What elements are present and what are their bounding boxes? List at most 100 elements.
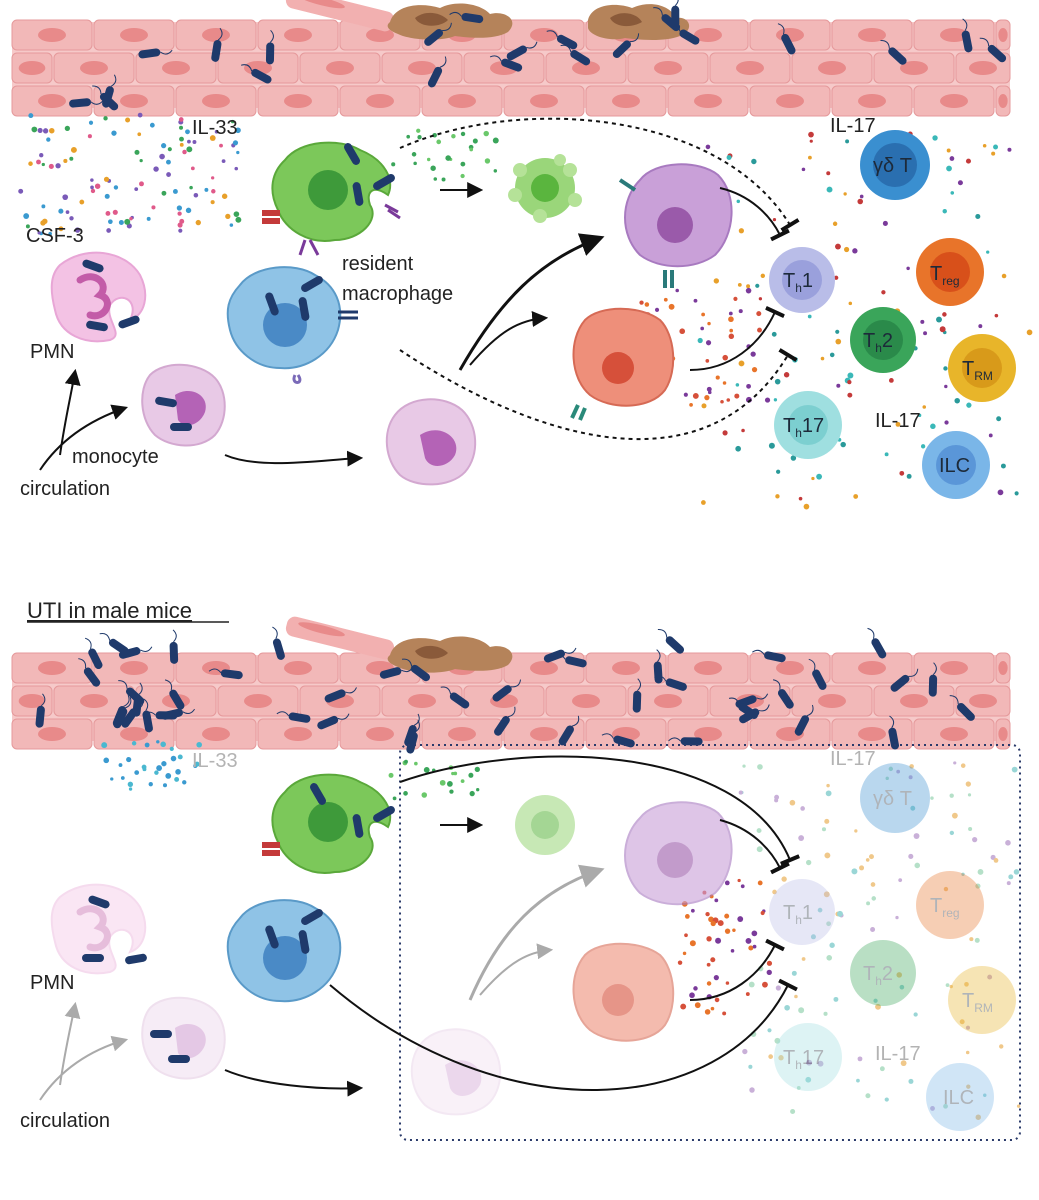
cytokine-dot [177, 222, 183, 228]
epithelial-nucleus [776, 94, 804, 108]
bacterium-flagellum [401, 658, 413, 667]
epithelial-nucleus [38, 28, 66, 42]
cytokine-dot [930, 423, 936, 430]
cytokine-dot [64, 125, 70, 131]
cytokine-dot [701, 312, 706, 317]
bacterium [427, 66, 443, 88]
cytokine-dot [835, 329, 840, 334]
bacterium-flagellum [636, 678, 642, 692]
cytokine-dot [738, 228, 744, 234]
bacterium-flagellum [140, 646, 153, 653]
cytokine-dot [865, 858, 870, 862]
cytokine-dot [923, 331, 928, 336]
epithelial-nucleus [202, 727, 230, 741]
cytokine-dot [675, 288, 679, 293]
panel-male: IL-33 IL-17 PMN circulation IL-17 [11, 616, 1021, 1141]
cytokine-dot [954, 397, 960, 404]
bacterium [665, 636, 685, 654]
cytokine-dot [906, 473, 912, 479]
cytokine-dot [151, 205, 156, 210]
bacterium [558, 725, 574, 746]
cytokine-dot [805, 1076, 812, 1083]
cytokine-dot [146, 216, 151, 221]
bacterium-flagellum [772, 679, 781, 690]
cytokine-dot [854, 829, 858, 833]
cytokine-dot [853, 494, 859, 499]
epithelial-nucleus [408, 61, 436, 75]
cytokine-dot [433, 177, 438, 181]
cytokine-dot [460, 131, 466, 137]
bacterium [928, 674, 938, 697]
cytokine-dot [110, 777, 114, 781]
cytokine-dot [472, 138, 478, 144]
cytokine-dot [943, 1103, 948, 1109]
cytokine-dot [908, 853, 914, 859]
cytokine-dot [724, 913, 730, 919]
cytokine-dot [1014, 491, 1019, 496]
bacteria-group-b [35, 626, 975, 754]
cytokine-dot [811, 476, 815, 481]
cytokine-dot [176, 205, 182, 211]
svg-text:Treg: Treg [930, 263, 960, 288]
cytokine-dot [469, 790, 475, 797]
cytokine-dot [134, 187, 139, 191]
treg-main-b: T [930, 895, 942, 917]
cytokine-dot [879, 1066, 885, 1072]
cytokine-dot [920, 444, 926, 449]
cytokine-dot [436, 139, 442, 145]
bacterium [272, 638, 285, 660]
cytokine-dot [706, 981, 712, 986]
cytokine-dot [807, 314, 812, 319]
cytokine-dot [177, 754, 183, 760]
cytokine-dot [139, 181, 144, 187]
ilc-cell: ILC [922, 431, 990, 499]
apoptotic-cell-b [515, 795, 575, 855]
cytokine-dot [193, 192, 199, 198]
cytokine-dot [707, 321, 711, 326]
cytokine-dot [715, 937, 722, 944]
cytokine-dot [760, 273, 766, 278]
bacterium-flagellum [728, 697, 740, 706]
cytokine-dot [859, 194, 864, 199]
bacterium [739, 708, 760, 724]
cytokine-dot [922, 405, 927, 409]
cytokine-dot [866, 901, 871, 906]
bacterium [871, 638, 887, 659]
cytokine-dot [978, 324, 983, 329]
bacterium-flagellum [99, 633, 111, 641]
bacterium [665, 678, 687, 691]
th1-suffix-b: 1 [802, 902, 813, 924]
cytokine-dot [108, 219, 113, 225]
cytokine-dot [179, 125, 184, 130]
gd-t-cell-b: γδ T [860, 763, 930, 833]
cytokine-dot [742, 764, 746, 768]
th1-cell: Th1 [769, 247, 835, 313]
bacterium [494, 716, 510, 736]
bacterium [265, 42, 275, 65]
cytokine-dot [416, 128, 421, 133]
cytokine-dot [834, 275, 839, 280]
cytokine-dot [179, 142, 184, 147]
cytokine-dot [388, 772, 394, 778]
cytokine-dot [881, 290, 886, 295]
cytokine-dot [49, 127, 55, 134]
cytokine-dot [965, 1050, 970, 1055]
epithelial-nucleus [940, 94, 968, 108]
cytokine-dot [124, 218, 131, 225]
cytokine-dot [745, 287, 752, 294]
cytokine-dot [1000, 463, 1006, 469]
bacterium-flagellum [507, 706, 516, 718]
cytokine-dot [413, 161, 417, 166]
cytokine-dot [751, 930, 758, 937]
cytokine-dot [835, 243, 841, 250]
cytokine-dot [946, 148, 951, 153]
cytokine-dot [87, 134, 92, 139]
cytokine-dot [920, 319, 925, 324]
cytokine-dot [134, 149, 140, 155]
cytokine-dot [736, 199, 741, 204]
epithelial-nucleus [654, 61, 682, 75]
bacterium-flagellum [571, 715, 580, 727]
bacterium-flagellum [668, 737, 681, 742]
treg-main: T [930, 263, 942, 285]
epithelial-nucleus [284, 727, 312, 741]
